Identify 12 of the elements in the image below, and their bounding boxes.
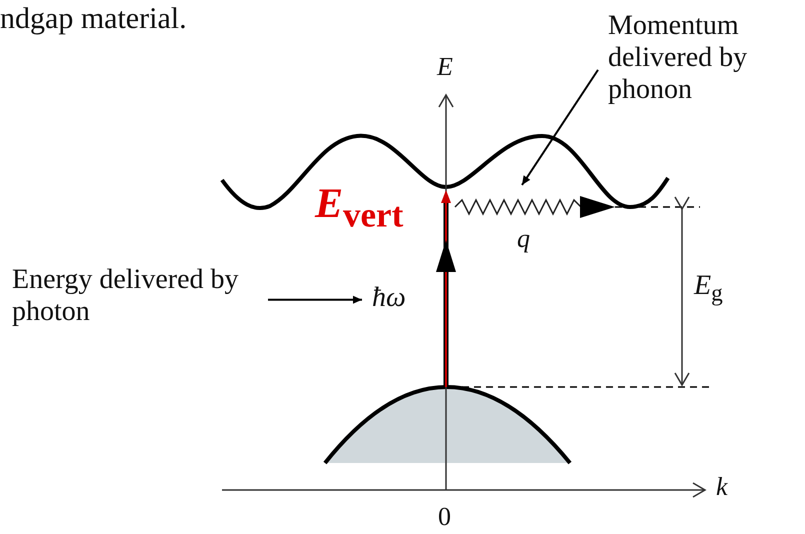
- callout-text: Energy delivered by photon: [12, 264, 262, 328]
- caption-fragment: ndgap material.: [0, 2, 187, 36]
- leader-arrow: [521, 69, 599, 186]
- axis-label: E: [437, 52, 453, 82]
- axis-label: k: [716, 472, 728, 502]
- gap-label: E$_{g}$: [694, 270, 723, 308]
- phonon-label: q: [517, 224, 530, 254]
- leader-arrow: [268, 296, 362, 304]
- axis-label: 0: [438, 502, 451, 532]
- energy-label: E$_{vert}$: [315, 180, 404, 236]
- photon-energy-symbol: ħω: [372, 282, 406, 314]
- callout-text: Momentum delivered by phonon: [608, 10, 803, 107]
